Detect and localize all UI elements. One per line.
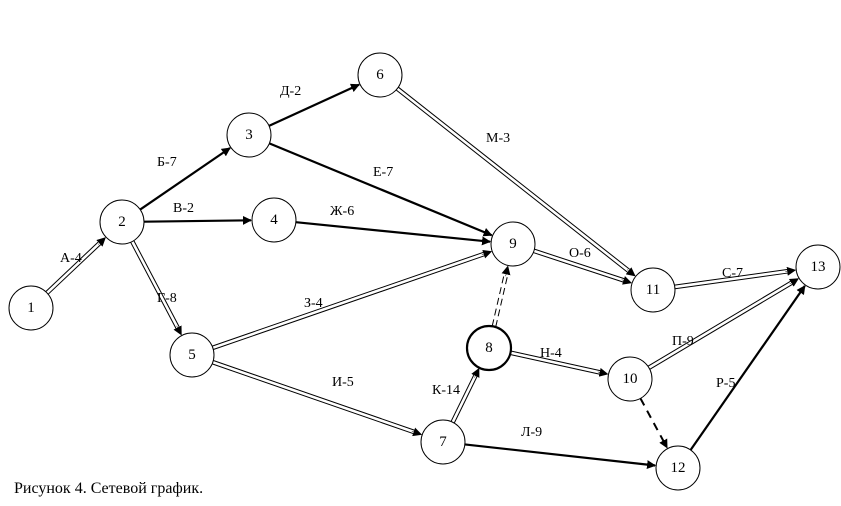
edge-label-2-5: Г-8 (157, 291, 177, 306)
edge-label-2-3: Б-7 (157, 155, 177, 170)
edge-label-5-9: З-4 (304, 296, 323, 311)
edge-label-10-13: П-9 (672, 334, 694, 349)
edge-11-13 (674, 266, 797, 290)
node-label-11: 11 (646, 282, 660, 298)
node-13: 13 (795, 244, 841, 290)
node-label-10: 10 (623, 371, 638, 387)
edge-7-12 (464, 443, 657, 470)
edge-label-5-7: И-5 (332, 375, 354, 390)
node-label-5: 5 (188, 347, 196, 363)
edge-5-9 (212, 249, 493, 350)
node-label-4: 4 (270, 212, 278, 228)
edge-label-3-9: Е-7 (373, 165, 393, 180)
edge-label-6-11: М-3 (486, 131, 510, 146)
node-5: 5 (169, 332, 215, 378)
node-6: 6 (357, 52, 403, 98)
edge-3-9 (268, 142, 493, 237)
edge-8-10 (509, 350, 609, 377)
node-label-2: 2 (118, 214, 126, 230)
node-4: 4 (251, 197, 297, 243)
node-label-7: 7 (439, 434, 447, 450)
edge-12-13 (689, 285, 806, 451)
node-label-13: 13 (811, 259, 826, 275)
node-label-12: 12 (671, 460, 686, 476)
edge-label-8-10: Н-4 (540, 346, 562, 361)
node-1: 1 (8, 285, 54, 331)
node-3: 3 (226, 112, 272, 158)
edge-10-12 (639, 397, 668, 449)
node-10: 10 (607, 356, 653, 402)
edge-1-2 (45, 237, 106, 295)
node-label-8: 8 (485, 340, 493, 356)
node-label-3: 3 (245, 127, 253, 143)
node-label-1: 1 (27, 300, 35, 316)
edge-2-5 (130, 240, 182, 336)
edge-label-3-6: Д-2 (280, 84, 301, 99)
node-9: 9 (490, 221, 536, 267)
edge-label-7-8: К-14 (432, 383, 460, 398)
edge-2-4 (143, 215, 252, 225)
node-label-9: 9 (509, 236, 517, 252)
edge-8-9 (491, 265, 511, 328)
edge-2-3 (139, 147, 231, 211)
edge-3-6 (268, 83, 360, 127)
node-label-6: 6 (376, 67, 384, 83)
edge-label-9-11: О-6 (569, 246, 591, 261)
edge-label-7-12: Л-9 (521, 425, 542, 440)
edge-label-1-2: А-4 (60, 251, 82, 266)
figure-caption: Рисунок 4. Сетевой график. (14, 480, 204, 497)
edge-label-12-13: Р-5 (716, 376, 735, 391)
node-7: 7 (420, 419, 466, 465)
edge-6-11 (395, 86, 636, 277)
node-2: 2 (99, 199, 145, 245)
edge-9-11 (533, 248, 633, 285)
edge-4-9 (295, 221, 492, 246)
edge-label-2-4: В-2 (173, 201, 194, 216)
node-12: 12 (655, 445, 701, 491)
node-8: 8 (465, 324, 513, 372)
edge-7-8 (450, 367, 480, 424)
edge-label-4-9: Ж-6 (330, 204, 354, 219)
node-11: 11 (630, 267, 676, 313)
edge-10-13 (647, 278, 800, 370)
edge-label-11-13: С-7 (722, 266, 743, 281)
edge-5-7 (212, 360, 423, 437)
